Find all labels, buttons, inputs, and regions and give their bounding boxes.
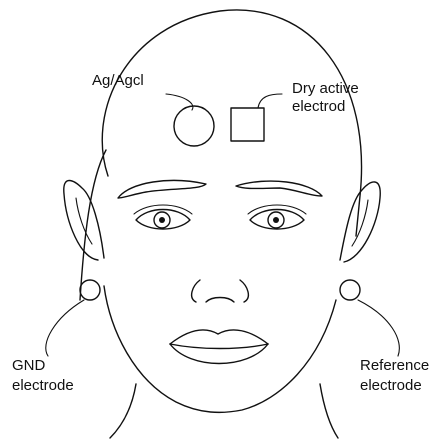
nose [192, 280, 249, 302]
head-outline [102, 10, 361, 236]
gnd-lead-wire [46, 300, 84, 356]
reference-label-line1: Reference [360, 357, 429, 375]
mouth-upper-lip [170, 330, 268, 344]
dry-electrode-label-line2: electrod [292, 98, 345, 116]
face-left-contour [80, 150, 336, 412]
dry-lead-wire [258, 94, 282, 108]
right-eyebrow [236, 181, 322, 196]
left-eyebrow [118, 180, 206, 198]
neck-right [320, 384, 338, 438]
agagcl-electrode [174, 106, 214, 146]
agagcl-lead-wire [166, 94, 193, 110]
dry-electrode-label-line1: Dry active [292, 80, 359, 98]
dry-active-electrode [231, 108, 264, 141]
neck-left [110, 384, 136, 438]
gnd-electrode [80, 280, 100, 300]
mouth-line [170, 344, 268, 349]
gnd-label-line1: GND [12, 357, 45, 375]
reference-electrode [340, 280, 360, 300]
right-pupil [273, 217, 279, 223]
gnd-label-line2: electrode [12, 377, 74, 395]
reference-label-line2: electrode [360, 377, 422, 395]
agagcl-label: Ag/Agcl [92, 72, 144, 90]
reference-lead-wire [358, 300, 399, 356]
left-pupil [159, 217, 165, 223]
right-ear-inner [352, 200, 368, 246]
